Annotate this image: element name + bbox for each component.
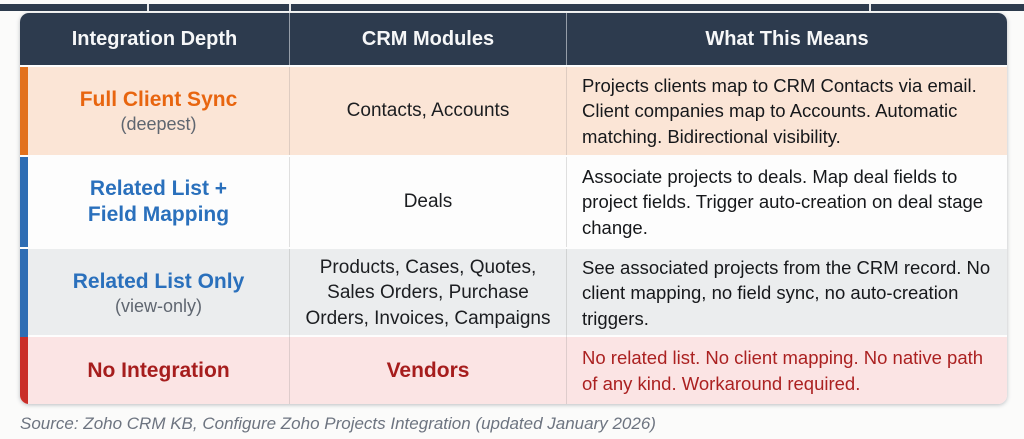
column-header-what-this-means: What This Means (705, 27, 869, 50)
depth-title: No Integration (87, 358, 230, 382)
top-strip-divider (869, 4, 871, 11)
meaning-cell: No related list. No client mapping. No n… (567, 337, 1007, 404)
meaning-text: See associated projects from the CRM rec… (582, 257, 991, 329)
depth-title: Related List + (89, 177, 228, 201)
meaning-cell: Projects clients map to CRM Contacts via… (567, 67, 1007, 155)
table-row-related-list-field-mapping: Related List + Field Mapping Deals Assoc… (20, 155, 1007, 247)
depth-title: Full Client Sync (79, 87, 238, 111)
column-header-crm-modules: CRM Modules (290, 13, 567, 65)
modules-cell: Vendors (290, 337, 567, 404)
depth-cell: Related List + Field Mapping (20, 157, 290, 247)
depth-note: (view-only) (114, 295, 202, 316)
top-strip-divider (147, 4, 149, 11)
table-row-full-client-sync: Full Client Sync (deepest) Contacts, Acc… (20, 65, 1007, 156)
column-header-integration-depth: Integration Depth (20, 13, 290, 65)
depth-title-line2: Field Mapping (87, 203, 230, 226)
meaning-cell: Associate projects to deals. Map deal fi… (567, 157, 1007, 247)
table-header-row: Integration Depth CRM Modules What This … (20, 13, 1007, 65)
modules-cell: Products, Cases, Quotes, Sales Orders, P… (290, 249, 567, 338)
depth-note: (deepest) (120, 113, 197, 134)
top-strip-divider (289, 4, 291, 11)
meaning-cell: See associated projects from the CRM rec… (567, 249, 1007, 337)
depth-cell: Related List Only (view-only) (20, 249, 290, 338)
meaning-text: Associate projects to deals. Map deal fi… (582, 165, 984, 238)
source-citation: Source: Zoho CRM KB, Configure Zoho Proj… (20, 414, 656, 433)
depth-cell: Full Client Sync (deepest) (20, 67, 290, 156)
integration-depth-table: Integration Depth CRM Modules What This … (20, 13, 1007, 404)
meaning-text: Projects clients map to CRM Contacts via… (582, 75, 977, 147)
modules-cell: Contacts, Accounts (290, 67, 567, 156)
table-row-related-list-only: Related List Only (view-only) Products, … (20, 247, 1007, 338)
meaning-text: No related list. No client mapping. No n… (582, 347, 984, 394)
depth-title: Related List Only (72, 269, 245, 293)
depth-cell: No Integration (20, 337, 290, 404)
cropped-top-strip (0, 4, 1024, 11)
modules-cell: Deals (290, 157, 567, 247)
table-row-no-integration: No Integration Vendors No related list. … (20, 335, 1007, 404)
